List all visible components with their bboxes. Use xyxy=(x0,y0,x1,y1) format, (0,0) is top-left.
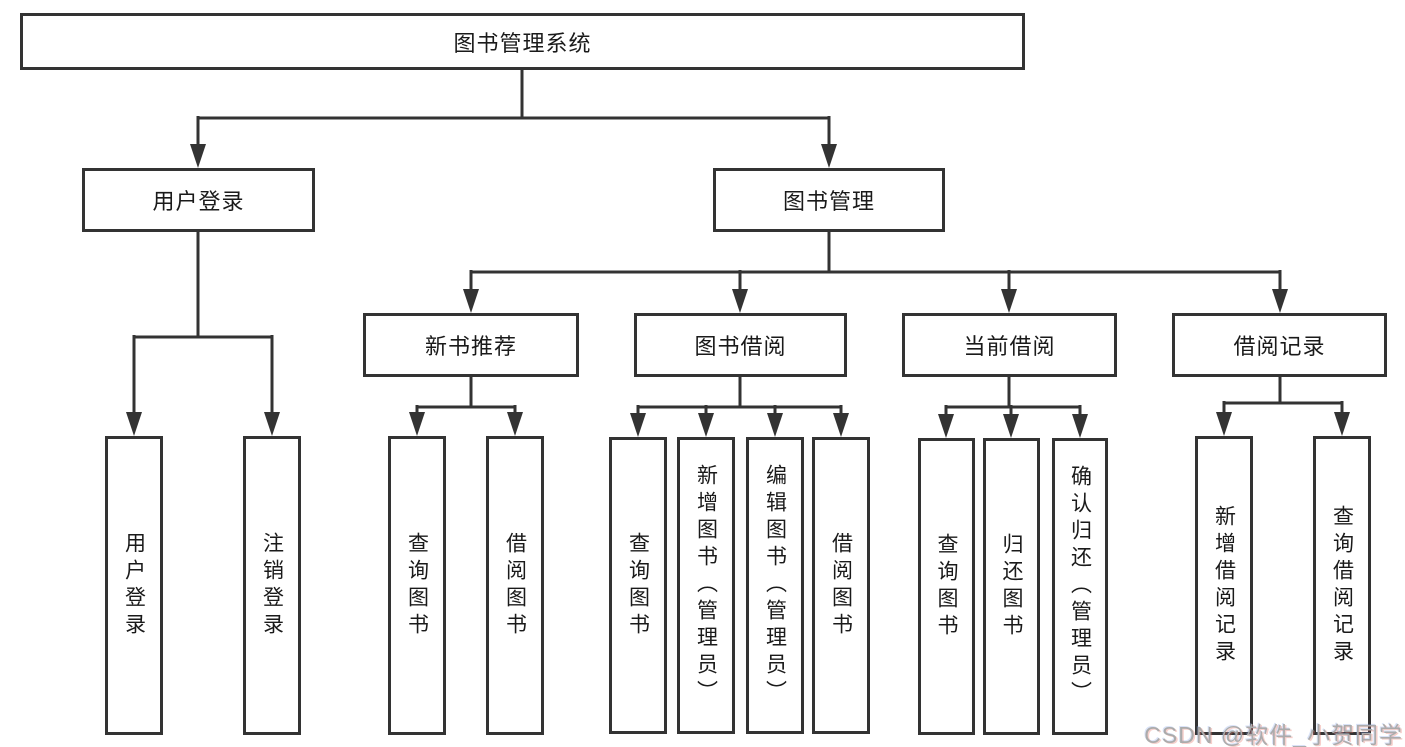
leaf-current-query-books: 查询图书 xyxy=(918,438,975,735)
leaf-borrow-query-books: 查询图书 xyxy=(609,437,667,734)
node-label: 借阅记录 xyxy=(1233,334,1326,359)
node-label: 新书推荐 xyxy=(424,334,517,359)
node-label: 图书借阅 xyxy=(694,334,787,359)
leaf-label: 归还图书 xyxy=(1000,532,1023,641)
node-current-borrowing: 当前借阅 xyxy=(902,313,1117,377)
node-borrowing-records: 借阅记录 xyxy=(1172,313,1387,377)
leaf-logout: 注销登录 xyxy=(243,436,301,735)
leaf-current-confirm-return-admin: 确认归还（管理员） xyxy=(1052,438,1108,735)
node-label: 图书管理系统 xyxy=(453,30,592,56)
node-book-borrowing: 图书借阅 xyxy=(634,313,847,377)
leaf-records-query-record: 查询借阅记录 xyxy=(1313,436,1371,735)
leaf-records-add-record: 新增借阅记录 xyxy=(1195,436,1253,735)
leaf-current-return-books: 归还图书 xyxy=(983,438,1040,735)
leaf-borrow-borrow-books: 借阅图书 xyxy=(812,437,870,734)
node-new-book-recommend: 新书推荐 xyxy=(363,313,579,377)
leaf-label: 新增借阅记录 xyxy=(1212,504,1236,667)
leaf-borrow-add-books-admin: 新增图书（管理员） xyxy=(677,437,735,734)
leaf-new-borrow-books: 借阅图书 xyxy=(486,436,544,735)
watermark: CSDN @软件_小贺同学 xyxy=(1144,722,1403,747)
leaf-label: 编辑图书（管理员） xyxy=(763,464,787,707)
node-label: 当前借阅 xyxy=(963,334,1056,359)
node-book-management: 图书管理 xyxy=(713,168,945,232)
leaf-borrow-edit-books-admin: 编辑图书（管理员） xyxy=(746,437,804,734)
leaf-user-login: 用户登录 xyxy=(105,436,163,735)
leaf-label: 借阅图书 xyxy=(503,531,527,640)
leaf-new-query-books: 查询图书 xyxy=(388,436,446,735)
leaf-label: 查询图书 xyxy=(405,531,429,640)
node-label: 图书管理 xyxy=(782,189,875,214)
leaf-label: 用户登录 xyxy=(122,531,146,640)
node-label: 用户登录 xyxy=(152,189,245,214)
leaf-label: 确认归还（管理员） xyxy=(1068,465,1092,708)
leaf-label: 新增图书（管理员） xyxy=(694,464,718,707)
leaf-label: 查询图书 xyxy=(935,532,958,641)
leaf-label: 查询图书 xyxy=(626,531,650,640)
leaf-label: 借阅图书 xyxy=(829,531,853,640)
node-user-login: 用户登录 xyxy=(82,168,315,232)
node-library-management-system: 图书管理系统 xyxy=(20,13,1025,70)
leaf-label: 注销登录 xyxy=(260,531,284,640)
leaf-label: 查询借阅记录 xyxy=(1330,504,1354,667)
